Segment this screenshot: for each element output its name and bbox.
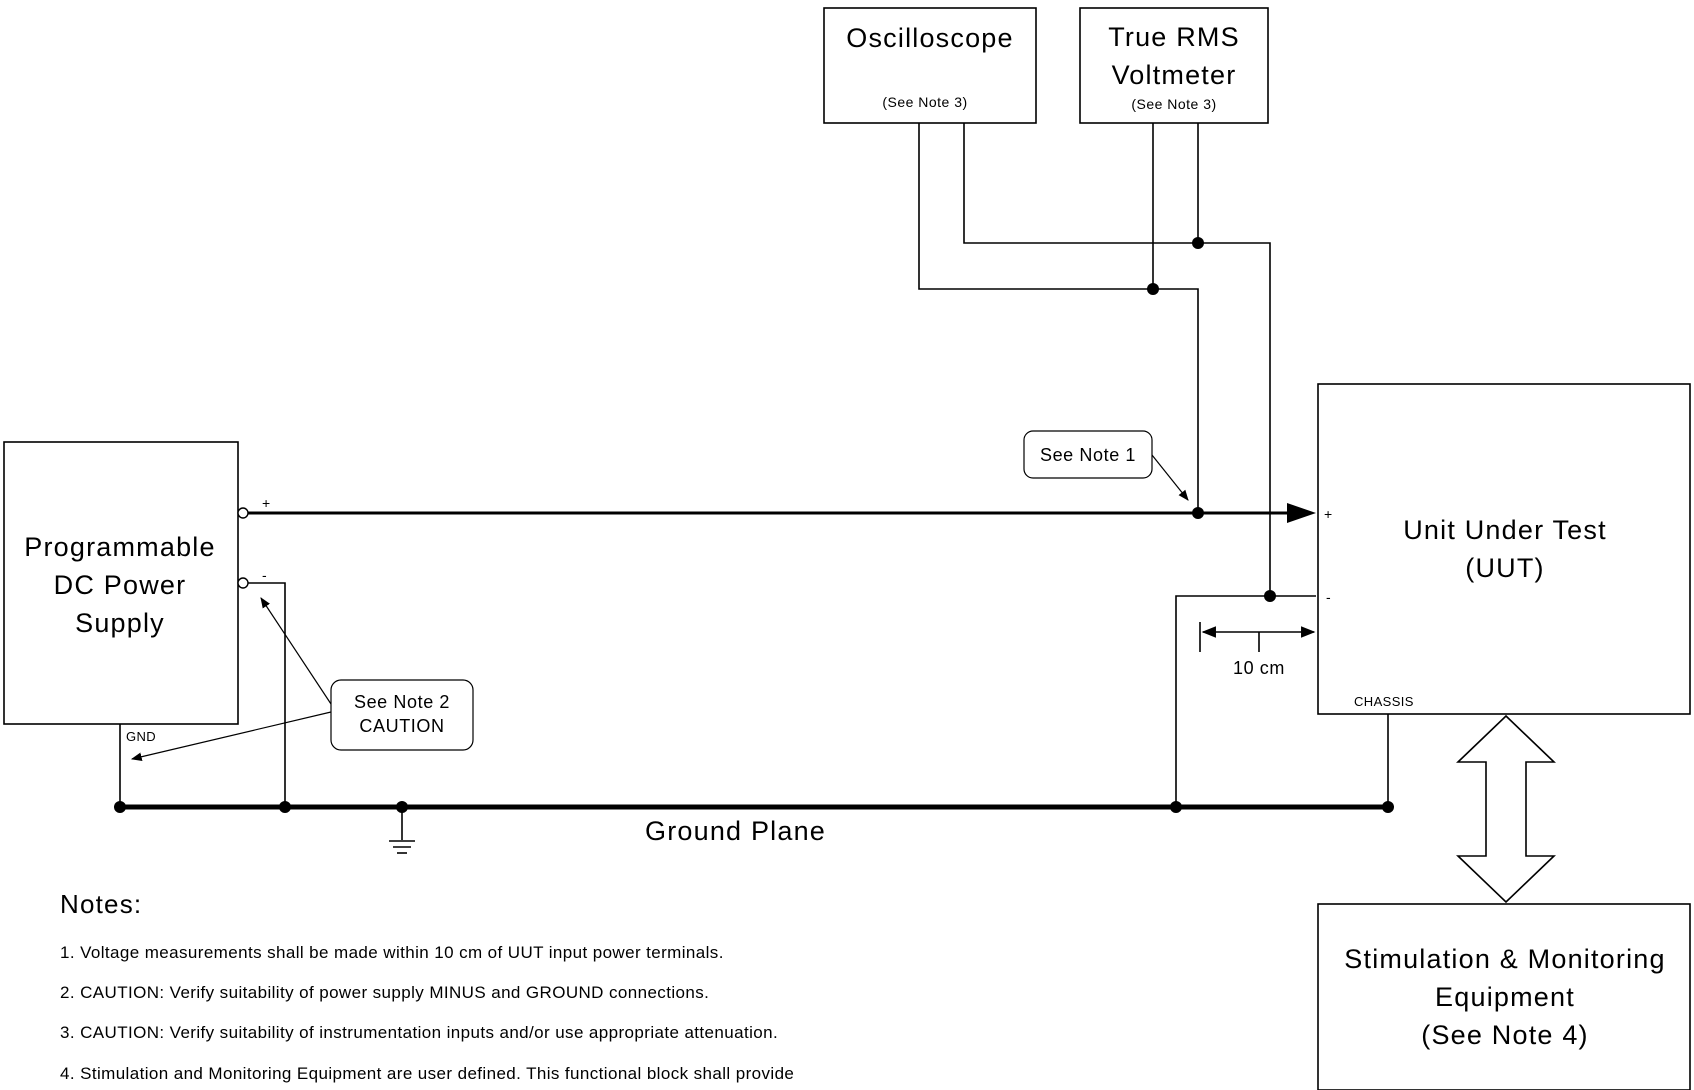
note1-leader xyxy=(1151,454,1189,501)
voltmeter-note: (See Note 3) xyxy=(1131,96,1216,112)
voltmeter-label-line2: Voltmeter xyxy=(1112,60,1237,90)
uut-negative-wire xyxy=(1175,595,1316,807)
note2-leader-gnd xyxy=(130,711,332,761)
uut-chassis-label: CHASSIS xyxy=(1354,694,1414,709)
bidirectional-data-arrow-icon xyxy=(1456,714,1556,904)
positive-input-arrow-icon xyxy=(1287,503,1316,523)
note2-callout-line2: CAUTION xyxy=(359,716,444,736)
dimension-label: 10 cm xyxy=(1233,658,1285,678)
uut-minus-label: - xyxy=(1326,589,1331,605)
ps-gnd-label: GND xyxy=(126,729,156,744)
voltmeter-label-line1: True RMS xyxy=(1108,22,1240,52)
oscilloscope-label: Oscilloscope xyxy=(846,23,1013,53)
scope-lead-positive xyxy=(918,123,1199,513)
ps-plus-terminal xyxy=(237,507,249,519)
ps-plus-label: + xyxy=(262,495,271,511)
uut-label-line2: (UUT) xyxy=(1465,553,1544,583)
notes-heading: Notes: xyxy=(60,889,142,919)
ground-plane-label: Ground Plane xyxy=(645,816,826,846)
uut-label-line1: Unit Under Test xyxy=(1403,515,1607,545)
uut-block xyxy=(1317,383,1691,715)
junction-dots xyxy=(114,237,1394,813)
note2-callout xyxy=(330,679,474,751)
scope-lead-negative xyxy=(963,123,1271,596)
note1-callout-label: See Note 1 xyxy=(1040,445,1136,465)
power-supply-block xyxy=(3,441,239,725)
power-supply-label-line2: DC Power xyxy=(54,570,187,600)
stim-label-line2: Equipment xyxy=(1435,982,1575,1012)
uut-plus-label: + xyxy=(1324,506,1333,522)
oscilloscope-note: (See Note 3) xyxy=(882,94,967,110)
ps-minus-terminal xyxy=(237,577,249,589)
negative-supply-wire xyxy=(248,582,286,807)
note-item-1: 1. Voltage measurements shall be made wi… xyxy=(60,943,724,962)
note-item-4: 4. Stimulation and Monitoring Equipment … xyxy=(60,1064,794,1083)
distance-dimension xyxy=(1199,622,1316,652)
stim-label-line1: Stimulation & Monitoring xyxy=(1344,944,1665,974)
ps-minus-label: - xyxy=(262,567,267,583)
earth-ground-icon xyxy=(389,807,415,854)
power-supply-label-line3: Supply xyxy=(75,608,165,638)
note1-callout xyxy=(1023,430,1153,479)
note-item-3: 3. CAUTION: Verify suitability of instru… xyxy=(60,1023,778,1042)
note2-callout-line1: See Note 2 xyxy=(354,692,450,712)
oscilloscope-block xyxy=(823,7,1037,124)
voltmeter-block xyxy=(1079,7,1269,124)
note2-leader-minus xyxy=(260,597,332,705)
note-item-2: 2. CAUTION: Verify suitability of power … xyxy=(60,983,709,1002)
stimulation-monitoring-block xyxy=(1317,903,1691,1090)
stim-label-line3: (See Note 4) xyxy=(1421,1020,1588,1050)
power-supply-label-line1: Programmable xyxy=(24,532,215,562)
